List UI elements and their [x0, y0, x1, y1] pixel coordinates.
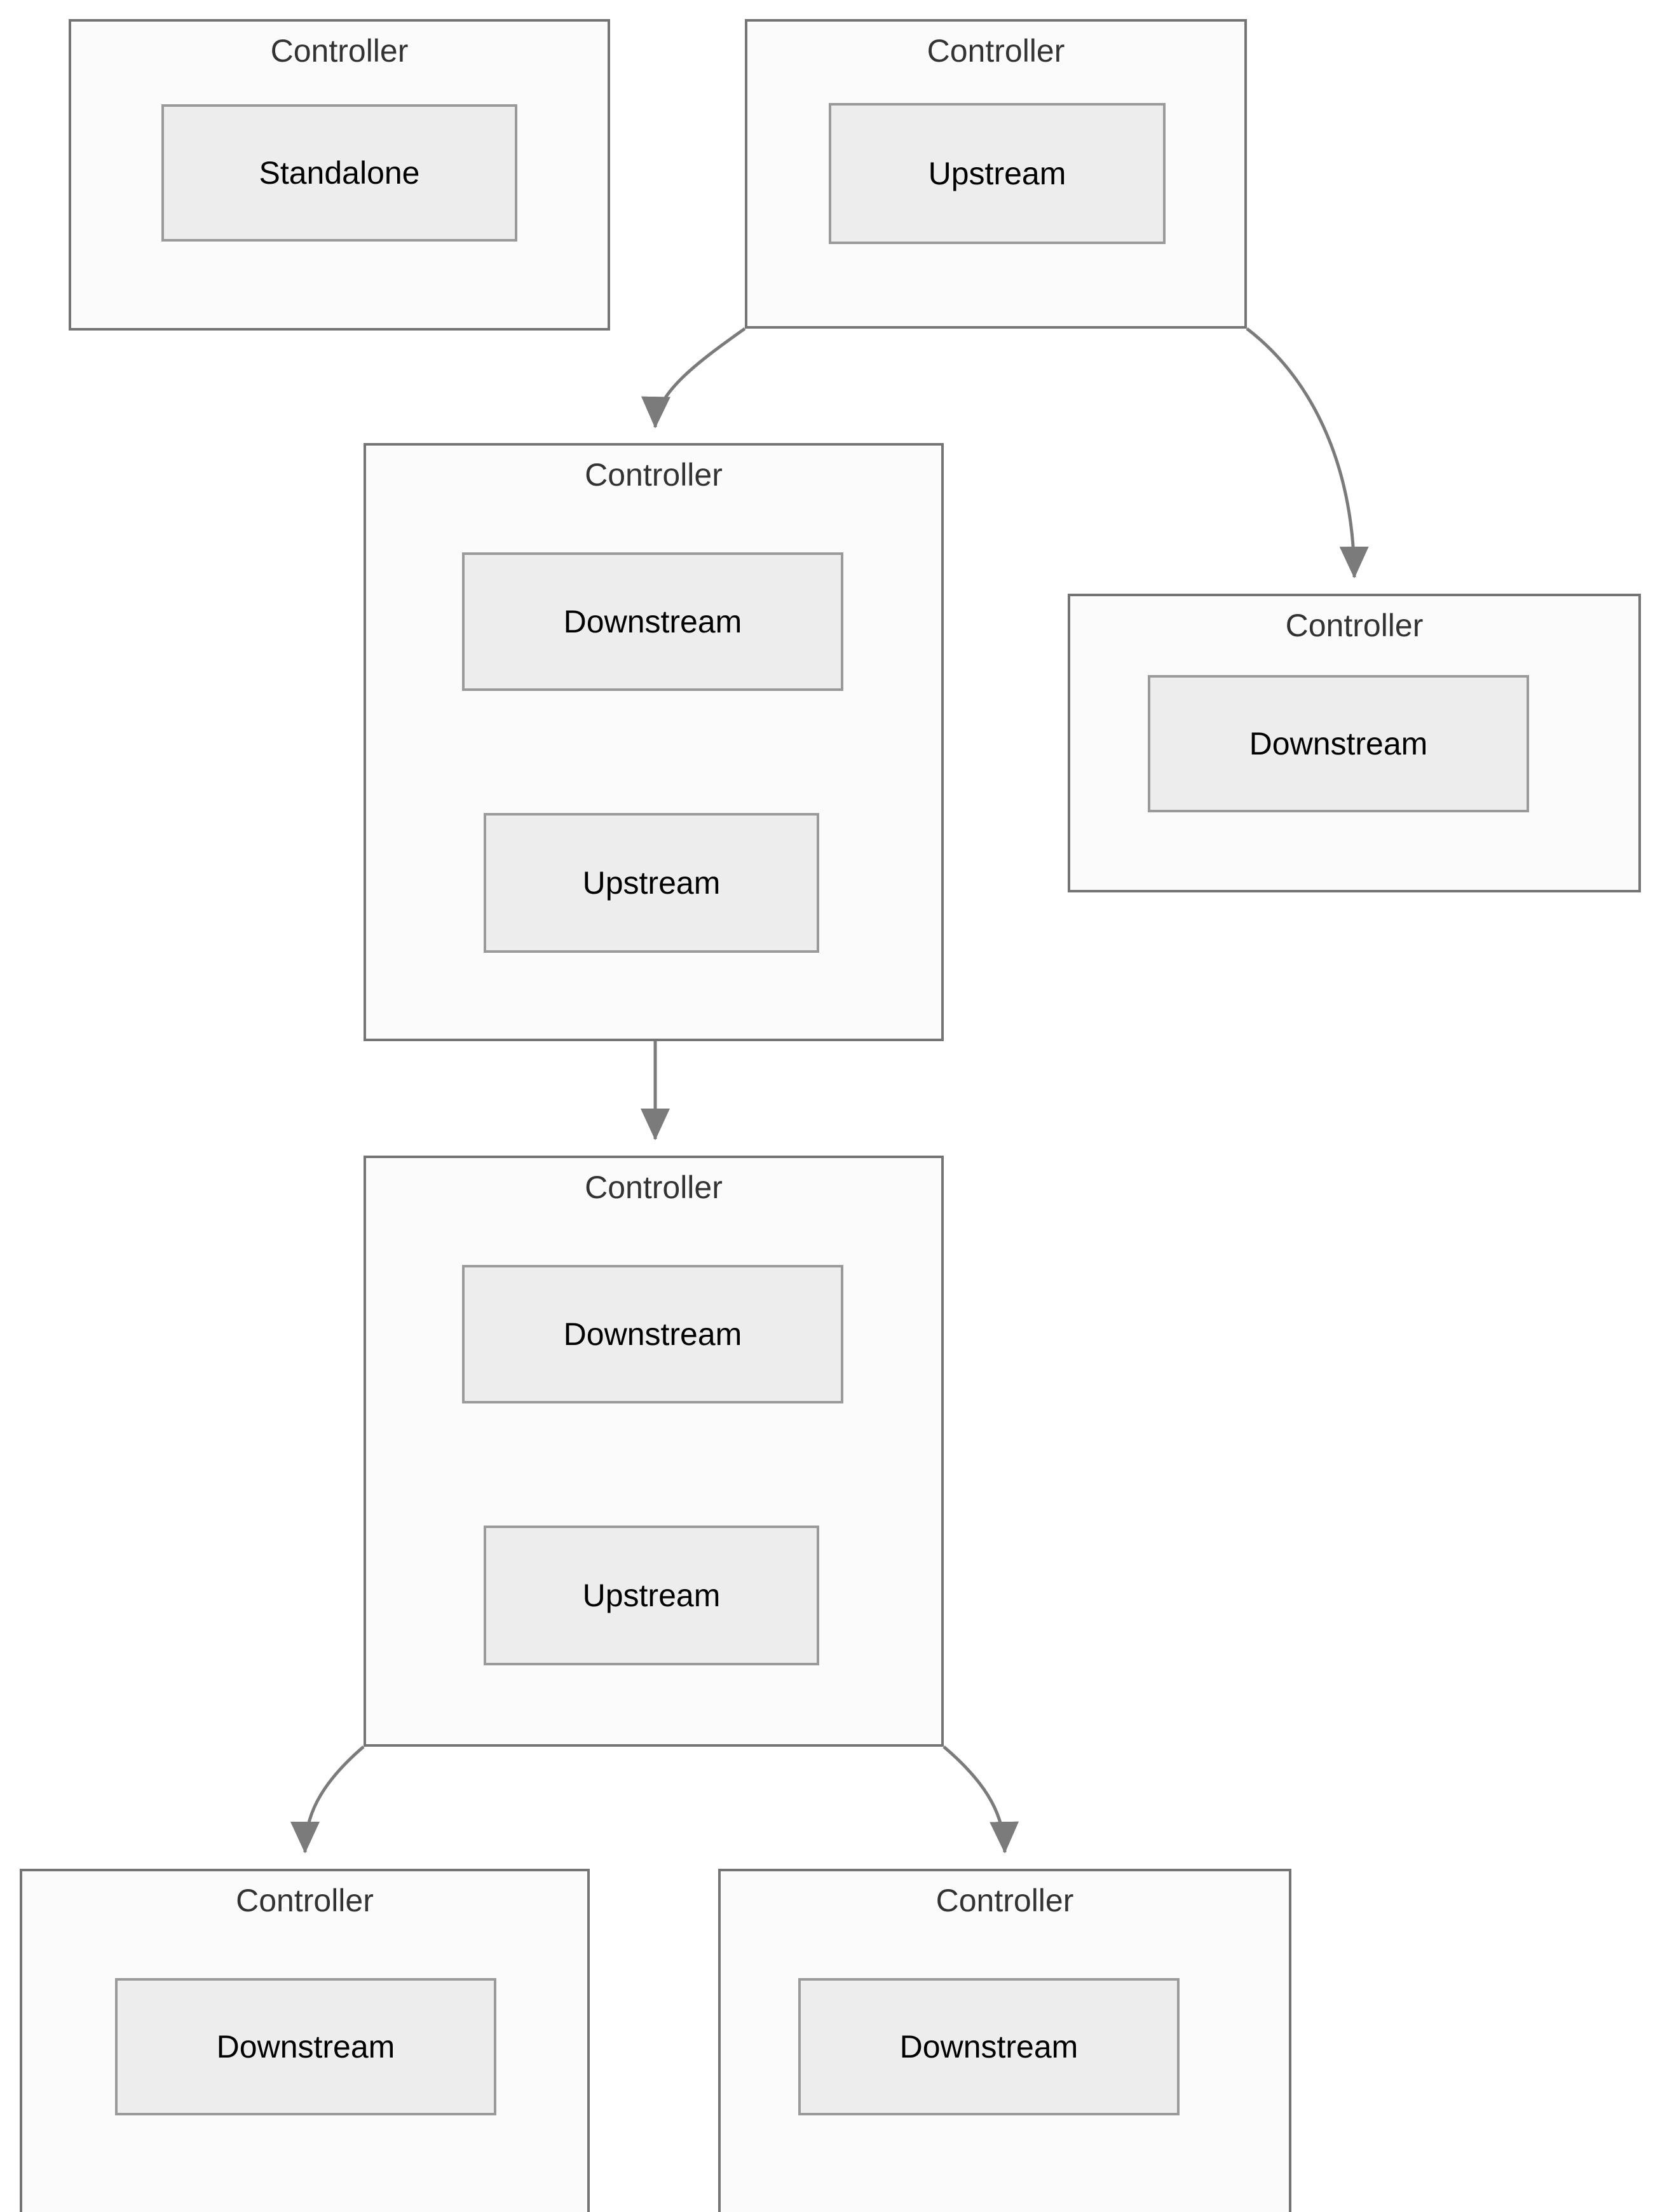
component-standalone[interactable]: Standalone: [161, 104, 517, 242]
edge-c5-to-c7: [942, 1745, 1019, 1854]
component-label: Downstream: [563, 604, 742, 639]
component-label: Upstream: [582, 1578, 721, 1613]
component-downstream[interactable]: Downstream: [462, 1265, 843, 1403]
controller-title: Controller: [927, 33, 1065, 69]
component-label: Downstream: [563, 1316, 742, 1352]
controller-title: Controller: [585, 1170, 723, 1205]
component-downstream[interactable]: Downstream: [115, 1978, 496, 2115]
controller-container-standalone[interactable]: Controller Standalone: [69, 19, 610, 331]
component-downstream[interactable]: Downstream: [1148, 675, 1529, 812]
controller-container-leaf-bottom-left[interactable]: Controller Downstream: [20, 1869, 590, 2212]
controller-container-root-upstream[interactable]: Controller Upstream: [745, 19, 1247, 329]
edge-c2-to-c3: [641, 327, 746, 428]
component-upstream[interactable]: Upstream: [484, 813, 819, 953]
component-downstream[interactable]: Downstream: [798, 1978, 1180, 2115]
controller-container-leaf-right[interactable]: Controller Downstream: [1068, 594, 1641, 892]
controller-container-leaf-bottom-right[interactable]: Controller Downstream: [718, 1869, 1291, 2212]
controller-title: Controller: [935, 1883, 1074, 1918]
controller-title: Controller: [1285, 608, 1424, 643]
component-label: Upstream: [928, 156, 1066, 191]
component-downstream[interactable]: Downstream: [462, 552, 843, 691]
controller-container-relay-2[interactable]: Controller Downstream Upstream: [364, 1156, 944, 1747]
controller-title: Controller: [270, 33, 409, 69]
component-label: Standalone: [259, 155, 420, 191]
component-upstream[interactable]: Upstream: [484, 1526, 819, 1665]
component-label: Downstream: [1249, 726, 1428, 761]
edge-c2-to-c4: [1246, 327, 1369, 578]
component-label: Downstream: [216, 2029, 395, 2065]
controller-title: Controller: [585, 457, 723, 493]
edge-c5-to-c6: [290, 1745, 365, 1854]
component-label: Downstream: [899, 2029, 1078, 2065]
controller-title: Controller: [236, 1883, 374, 1918]
component-label: Upstream: [582, 865, 721, 901]
component-upstream[interactable]: Upstream: [829, 103, 1166, 244]
controller-container-relay-1[interactable]: Controller Downstream Upstream: [364, 443, 944, 1041]
